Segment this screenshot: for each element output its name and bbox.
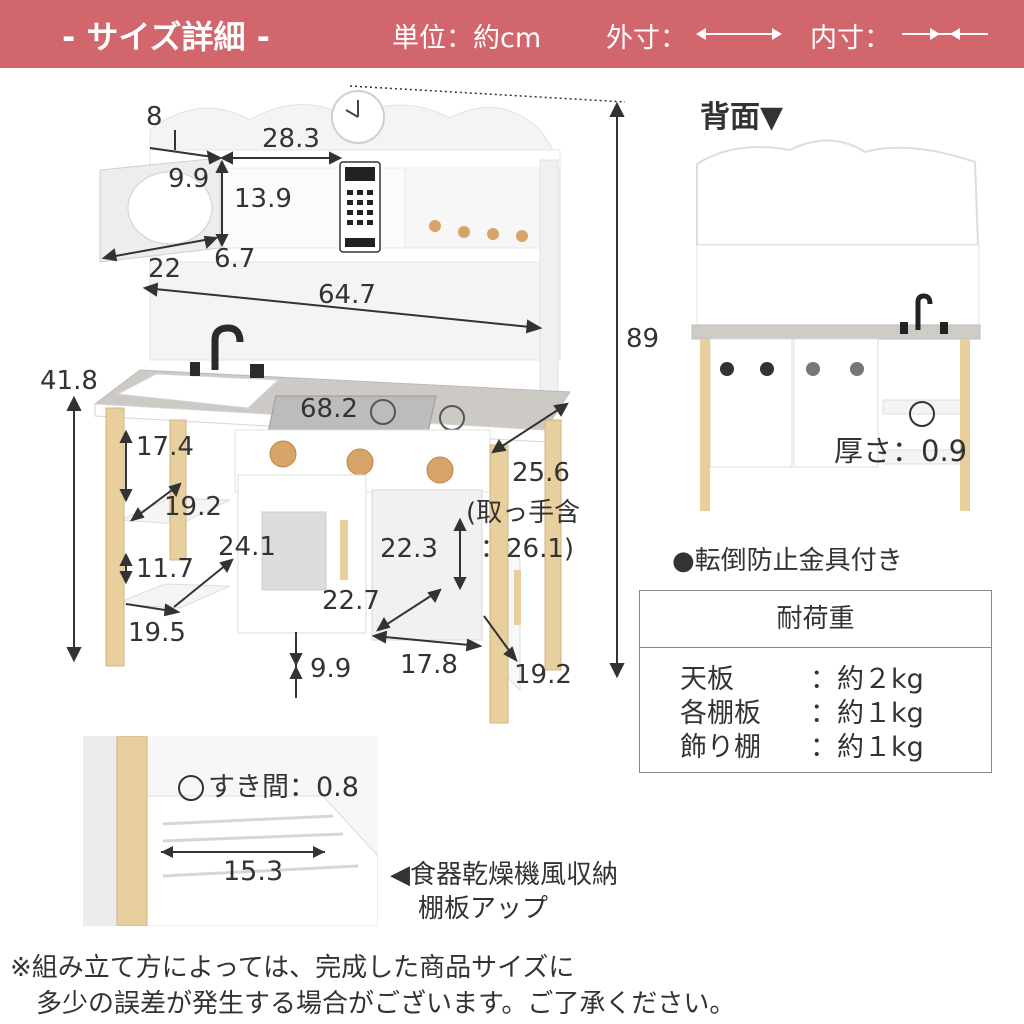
dim-25-6-note-2: ：26.1) xyxy=(480,534,575,564)
dim-9-9-bottom: 9.9 xyxy=(310,654,352,684)
load-row-value: ：約２kg xyxy=(810,664,924,695)
header-bar: - サイズ詳細 - 単位：約cm 外寸： 内寸： xyxy=(0,0,1024,68)
dim-19-2-shelf: 19.2 xyxy=(164,492,222,522)
thickness-label: 厚さ：0.9 xyxy=(834,434,968,468)
dim-64-7: 64.7 xyxy=(318,280,376,310)
note-line: 多少の誤差が発生する場合がございます。ご了承ください。 xyxy=(10,989,736,1019)
dish-rack-caption-2: 棚板アップ xyxy=(418,894,549,924)
page-title: - サイズ詳細 - xyxy=(62,18,270,56)
outer-arrow-icon xyxy=(696,28,782,40)
back-view-label: 背面▼ xyxy=(700,100,784,135)
dim-17-8: 17.8 xyxy=(400,650,458,680)
inner-size-label: 内寸： xyxy=(810,23,891,54)
dim-25-6: 25.6 xyxy=(512,458,570,488)
timer-panel xyxy=(339,161,381,253)
dim-89: 89 xyxy=(626,324,660,354)
dim-22-3: 22.3 xyxy=(380,534,438,564)
dim-25-6-note-1: (取っ手含 xyxy=(466,498,581,528)
dimension-lines xyxy=(66,85,626,698)
dish-rack-caption-1: ◀食器乾燥機風収納 xyxy=(390,860,618,890)
dish-rack-illustration xyxy=(83,736,378,926)
load-row-name: 天板 xyxy=(680,664,734,695)
dim-68-2: 68.2 xyxy=(300,394,358,424)
dim-8: 8 xyxy=(146,102,163,132)
microwave-door xyxy=(99,157,221,263)
load-capacity-table: 耐荷重 天板 ：約２kg 各棚板 ：約１kg 飾り棚 ：約１kg xyxy=(639,590,992,773)
dim-13-9: 13.9 xyxy=(234,184,292,214)
dim-9-9-top: 9.9 xyxy=(168,164,210,194)
dim-11-7: 11.7 xyxy=(136,554,194,584)
dim-17-4: 17.4 xyxy=(136,432,194,462)
load-row-value: ：約１kg xyxy=(810,732,924,763)
load-row-name: 飾り棚 xyxy=(680,732,761,763)
clock-icon xyxy=(331,90,385,144)
inner-arrow-icon xyxy=(902,28,988,40)
dim-28-3: 28.3 xyxy=(262,124,320,154)
load-table-header: 耐荷重 xyxy=(640,591,991,648)
dim-6-7: 6.7 xyxy=(214,244,256,274)
dim-19-2-door: 19.2 xyxy=(514,660,572,690)
load-row-name: 各棚板 xyxy=(680,698,761,729)
note-line: ※組み立て方によっては、完成した商品サイズに xyxy=(10,953,575,983)
dim-22-7: 22.7 xyxy=(322,586,380,616)
dish-rack-width-label: 15.3 xyxy=(223,856,284,887)
kitchen-diagram xyxy=(66,85,981,724)
anti-tip-label: ●転倒防止金具付き xyxy=(672,546,903,576)
gap-label: すき間：0.8 xyxy=(208,772,359,803)
dim-24-1: 24.1 xyxy=(218,532,276,562)
dim-19-5: 19.5 xyxy=(128,618,186,648)
load-row-value: ：約１kg xyxy=(810,698,924,729)
unit-label: 単位：約cm xyxy=(392,23,542,54)
dish-rack-inset: すき間：0.8 15.3 xyxy=(83,736,378,926)
dim-41-8: 41.8 xyxy=(40,366,98,396)
dim-22: 22 xyxy=(148,254,182,284)
outer-size-label: 外寸： xyxy=(606,23,687,54)
back-view-illustration xyxy=(691,139,981,511)
disclaimer-note: ※組み立て方によっては、完成した商品サイズに 多少の誤差が発生する場合がございま… xyxy=(10,950,735,1022)
